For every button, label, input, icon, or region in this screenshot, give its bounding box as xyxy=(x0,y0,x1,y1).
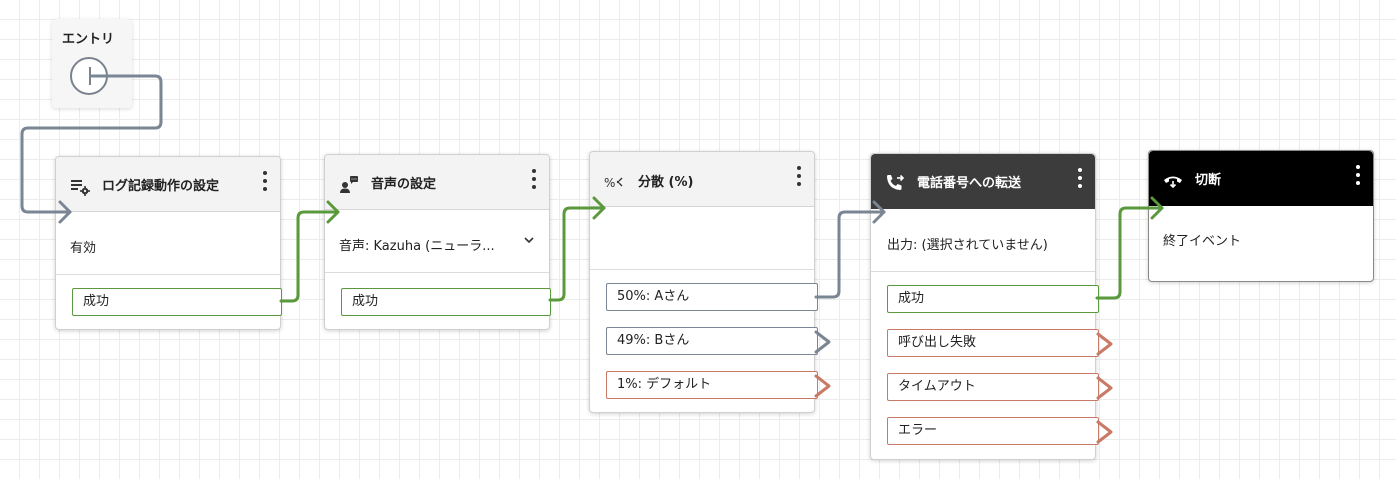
block-header[interactable]: 電話番号への転送 xyxy=(871,154,1095,209)
block-distribute-by-percentage[interactable]: % 分散 (%) 50%: Aさん 49%: Bさん 1%: デフォルト xyxy=(589,151,818,413)
block-transfer-to-phone-number[interactable]: 電話番号への転送 出力: (選択されていません) 成功 呼び出し失敗 タイムアウ… xyxy=(870,153,1099,460)
entry-block[interactable]: エントリ xyxy=(52,19,132,108)
block-header[interactable]: 切断 xyxy=(1149,151,1373,206)
kebab-menu-icon[interactable] xyxy=(262,171,268,191)
branch-50-percent[interactable]: 50%: Aさん xyxy=(606,283,818,311)
kebab-menu-icon[interactable] xyxy=(531,169,537,189)
percent-glyph: % xyxy=(604,176,615,190)
kebab-menu-icon[interactable] xyxy=(796,166,802,186)
entry-start-icon[interactable] xyxy=(70,57,108,95)
end-event-text: 終了イベント xyxy=(1163,234,1242,249)
hang-up-icon xyxy=(1164,176,1182,189)
branch-error[interactable]: エラー xyxy=(887,417,1099,445)
block-disconnect[interactable]: 切断 終了イベント xyxy=(1148,150,1374,282)
block-set-voice[interactable]: 音声の設定 音声: Kazuha (ニューラ... 成功 xyxy=(324,154,551,330)
chevron-down-icon[interactable] xyxy=(523,234,535,246)
block-header[interactable]: 音声の設定 xyxy=(325,155,549,210)
log-settings-icon xyxy=(71,180,90,196)
logging-status: 有効 xyxy=(70,241,97,256)
branch-49-percent[interactable]: 49%: Bさん xyxy=(606,327,818,355)
phone-transfer-icon xyxy=(887,174,905,190)
branch-timeout[interactable]: タイムアウト xyxy=(887,373,1099,401)
voice-select[interactable]: 音声: Kazuha (ニューラ... xyxy=(325,210,549,273)
block-body: 有効 xyxy=(56,212,280,275)
branch-success[interactable]: 成功 xyxy=(887,285,1099,313)
block-header[interactable]: ログ記録動作の設定 xyxy=(56,157,280,212)
kebab-menu-icon[interactable] xyxy=(1355,165,1361,185)
block-body: 終了イベント xyxy=(1149,206,1373,280)
block-title: 分散 (%) xyxy=(638,175,694,190)
voice-settings-icon xyxy=(340,176,358,193)
branch-stub-error xyxy=(1096,420,1113,444)
block-body xyxy=(590,207,814,270)
block-title: 音声の設定 xyxy=(371,177,437,192)
voice-value: 音声: Kazuha (ニューラ... xyxy=(339,239,495,254)
block-header[interactable]: % 分散 (%) xyxy=(590,152,814,207)
branch-success[interactable]: 成功 xyxy=(72,288,282,316)
block-set-logging-behavior[interactable]: ログ記録動作の設定 有効 成功 xyxy=(55,156,282,330)
branch-stub-call-failed xyxy=(1096,332,1113,356)
block-title: 切断 xyxy=(1195,173,1222,188)
percentage-distribution-icon: % xyxy=(604,176,623,190)
entry-title: エントリ xyxy=(62,32,115,47)
block-title: ログ記録動作の設定 xyxy=(102,179,220,194)
output-value: 出力: (選択されていません) xyxy=(887,238,1048,253)
branch-default[interactable]: 1%: デフォルト xyxy=(606,371,818,399)
branch-success[interactable]: 成功 xyxy=(341,288,551,316)
branch-stub-timeout xyxy=(1096,376,1113,400)
kebab-menu-icon[interactable] xyxy=(1077,168,1083,188)
block-title: 電話番号への転送 xyxy=(917,176,1022,191)
block-body: 出力: (選択されていません) xyxy=(871,209,1095,272)
branch-call-failed[interactable]: 呼び出し失敗 xyxy=(887,329,1099,357)
